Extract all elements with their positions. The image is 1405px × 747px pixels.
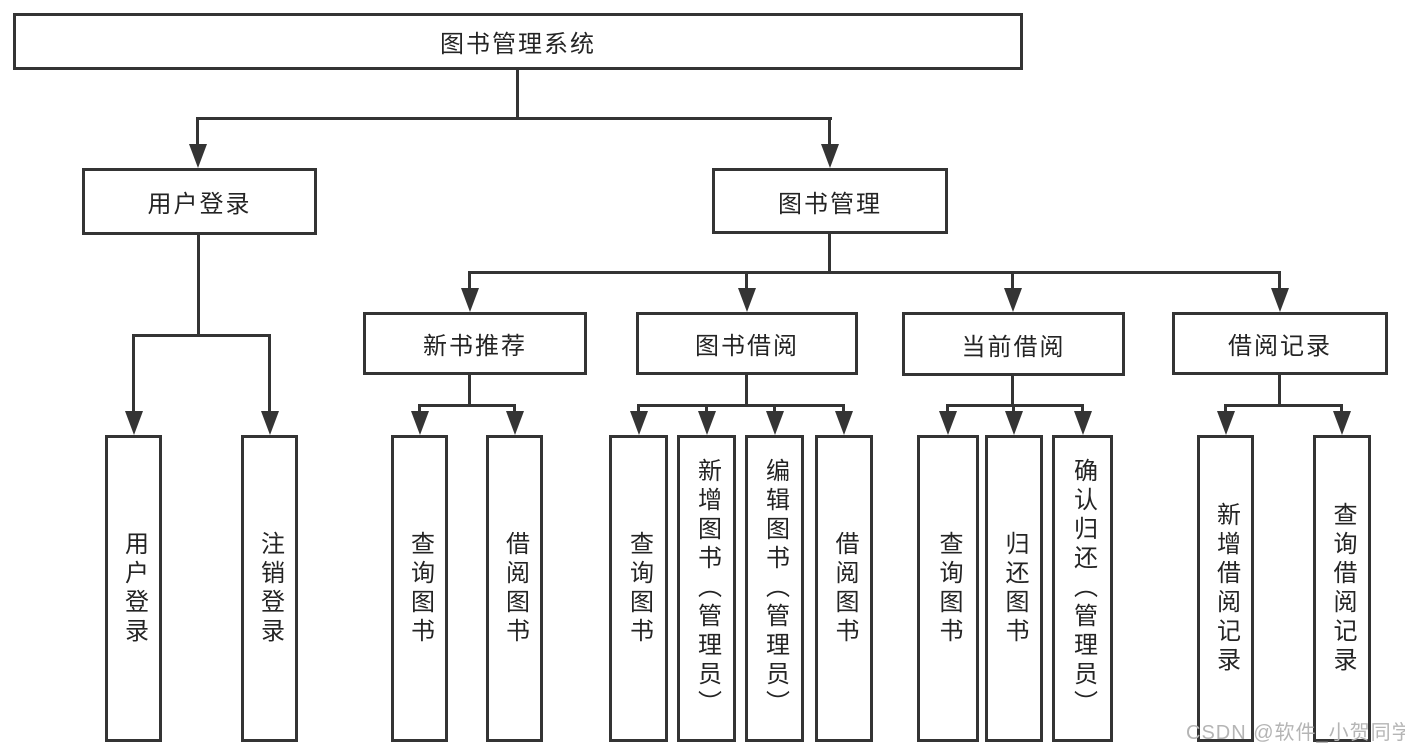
arrowhead-down-icon — [1074, 411, 1092, 435]
leaf-label: 确认归还（管理员） — [1069, 458, 1097, 719]
arrowhead-down-icon — [821, 144, 839, 168]
leaf-label: 新增图书（管理员） — [693, 458, 721, 719]
connector-line — [1011, 376, 1014, 407]
node-current-borrow: 当前借阅 — [902, 312, 1125, 376]
connector-line — [828, 234, 831, 274]
arrowhead-down-icon — [189, 144, 207, 168]
connector-line — [773, 404, 776, 414]
node-user-login: 用户登录 — [82, 168, 317, 235]
connector-line — [513, 404, 516, 414]
arrowhead-down-icon — [461, 288, 479, 312]
node-borrow-records: 借阅记录 — [1172, 312, 1388, 375]
arrowhead-down-icon — [630, 411, 648, 435]
node-book-management: 图书管理 — [712, 168, 948, 234]
leaf-edit-book-admin: 编辑图书（管理员） — [745, 435, 804, 742]
leaf-label: 注销登录 — [256, 530, 284, 647]
connector-line — [745, 271, 748, 290]
leaf-label: 归还图书 — [1001, 530, 1028, 647]
connector-line — [842, 404, 845, 414]
connector-line — [418, 404, 516, 407]
connector-line — [637, 404, 845, 407]
connector-line — [1278, 271, 1281, 290]
node-root: 图书管理系统 — [13, 13, 1023, 70]
arrowhead-down-icon — [698, 411, 716, 435]
leaf-return-book: 归还图书 — [985, 435, 1043, 742]
connector-line — [197, 117, 832, 120]
csdn-watermark: CSDN @软件_小贺同学 — [1186, 722, 1405, 744]
leaf-user-login: 用户登录 — [105, 435, 162, 742]
connector-line — [132, 334, 135, 413]
arrowhead-down-icon — [1333, 411, 1351, 435]
arrowhead-down-icon — [1217, 411, 1235, 435]
leaf-label: 查询图书 — [406, 530, 434, 647]
arrowhead-down-icon — [125, 411, 143, 435]
leaf-query-books-1: 查询图书 — [391, 435, 448, 742]
connector-line — [197, 235, 200, 337]
leaf-label: 用户登录 — [120, 530, 148, 647]
connector-line — [1278, 375, 1281, 407]
connector-line — [1340, 404, 1343, 414]
connector-line — [705, 404, 708, 414]
arrowhead-down-icon — [835, 411, 853, 435]
connector-line — [745, 375, 748, 407]
arrowhead-down-icon — [506, 411, 524, 435]
connector-line — [468, 375, 471, 407]
connector-line — [946, 404, 1084, 407]
leaf-query-books-2: 查询图书 — [609, 435, 668, 742]
connector-line — [196, 117, 199, 148]
leaf-label: 新增借阅记录 — [1212, 501, 1240, 676]
arrowhead-down-icon — [766, 411, 784, 435]
leaf-label: 查询图书 — [935, 530, 962, 647]
connector-line — [637, 404, 640, 414]
leaf-label: 借阅图书 — [501, 530, 529, 647]
connector-line — [1224, 404, 1343, 407]
connector-line — [1011, 271, 1014, 290]
connector-line — [418, 404, 421, 414]
arrowhead-down-icon — [738, 288, 756, 312]
leaf-query-books-3: 查询图书 — [917, 435, 979, 742]
connector-line — [468, 271, 471, 290]
leaf-add-borrow-record: 新增借阅记录 — [1197, 435, 1254, 742]
arrowhead-down-icon — [939, 411, 957, 435]
node-new-book-recommend: 新书推荐 — [363, 312, 587, 375]
arrowhead-down-icon — [1271, 288, 1289, 312]
arrowhead-down-icon — [261, 411, 279, 435]
arrowhead-down-icon — [411, 411, 429, 435]
leaf-label: 借阅图书 — [831, 530, 858, 647]
leaf-borrow-books-2: 借阅图书 — [815, 435, 873, 742]
connector-line — [828, 117, 831, 148]
connector-line — [946, 404, 949, 414]
connector-line — [1012, 404, 1015, 414]
leaf-label: 查询借阅记录 — [1329, 501, 1356, 676]
connector-line — [468, 271, 1281, 274]
leaf-label: 编辑图书（管理员） — [761, 458, 789, 719]
connector-line — [132, 334, 271, 337]
leaf-label: 查询图书 — [625, 530, 653, 647]
leaf-query-borrow-record: 查询借阅记录 — [1313, 435, 1371, 742]
leaf-add-book-admin: 新增图书（管理员） — [677, 435, 736, 742]
connector-line — [1081, 404, 1084, 414]
connector-line — [268, 334, 271, 413]
arrowhead-down-icon — [1004, 288, 1022, 312]
node-book-borrow: 图书借阅 — [636, 312, 858, 375]
leaf-logout: 注销登录 — [241, 435, 298, 742]
arrowhead-down-icon — [1005, 411, 1023, 435]
connector-line — [1224, 404, 1227, 414]
connector-line — [516, 70, 519, 120]
leaf-confirm-return-admin: 确认归还（管理员） — [1052, 435, 1113, 742]
leaf-borrow-books-1: 借阅图书 — [486, 435, 543, 742]
